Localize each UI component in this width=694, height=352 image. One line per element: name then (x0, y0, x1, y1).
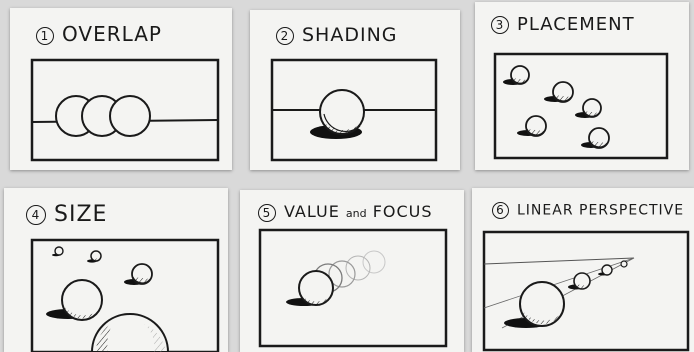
faded-sphere (363, 251, 385, 273)
sphere (46, 280, 102, 320)
sphere (87, 251, 101, 263)
linear-perspective-drawing (472, 188, 694, 352)
sphere (286, 271, 333, 306)
placement-drawing (475, 2, 689, 170)
sphere (52, 247, 63, 256)
size-drawing (4, 188, 228, 352)
shading-drawing (250, 10, 460, 170)
sphere (581, 128, 609, 148)
sphere (598, 265, 612, 276)
sphere (503, 66, 529, 85)
overlap-drawing (10, 8, 232, 170)
sphere (110, 96, 150, 136)
sphere (517, 116, 546, 136)
value-focus-drawing (240, 190, 464, 352)
sphere (544, 82, 573, 102)
sphere (568, 273, 590, 290)
sphere (621, 261, 627, 267)
sphere (575, 99, 601, 118)
sphere (92, 314, 168, 352)
faded-sphere (346, 256, 370, 280)
sphere (124, 264, 152, 285)
sphere (504, 282, 564, 328)
